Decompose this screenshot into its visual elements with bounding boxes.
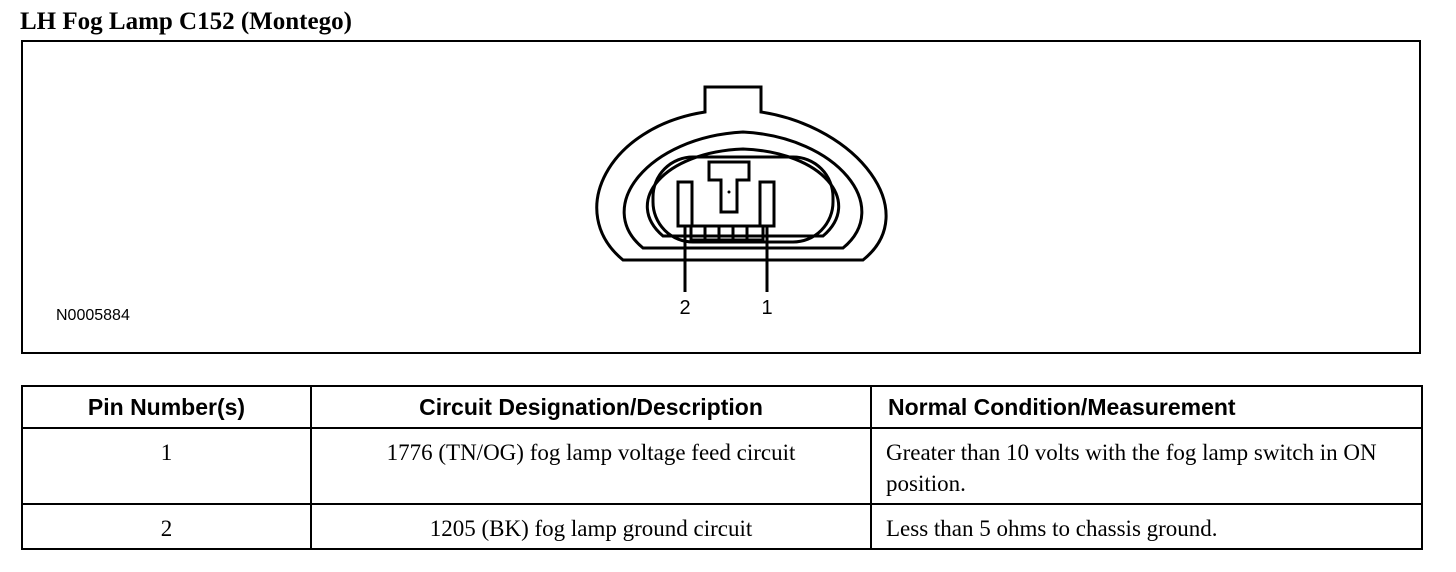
terminal-cavity: [651, 155, 835, 244]
circuit-cell: 1776 (TN/OG) fog lamp voltage feed circu…: [310, 427, 872, 505]
pin-number-cell: 1: [21, 427, 312, 505]
condition-cell: Less than 5 ohms to chassis ground.: [870, 503, 1423, 550]
table-row: 2 1205 (BK) fog lamp ground circuit Less…: [21, 503, 1423, 550]
connector-figure: 2 1 N0005884: [21, 40, 1421, 354]
connector-shroud-ring: [645, 147, 841, 238]
pin-slot-1: [758, 180, 776, 228]
connector-outer-shell: [595, 85, 888, 262]
connector-key: [707, 160, 751, 214]
condition-cell: Greater than 10 volts with the fog lamp …: [870, 427, 1423, 505]
pin-label-2: 2: [679, 297, 690, 319]
table-header-row: Pin Number(s) Circuit Designation/Descri…: [21, 385, 1423, 429]
table-row: 1 1776 (TN/OG) fog lamp voltage feed cir…: [21, 427, 1423, 505]
page-title: LH Fog Lamp C152 (Montego): [20, 8, 352, 35]
connector-face-diagram: 2 1: [595, 85, 888, 319]
figure-id: N0005884: [56, 307, 130, 324]
circuit-cell: 1205 (BK) fog lamp ground circuit: [310, 503, 872, 550]
header-pin-numbers: Pin Number(s): [21, 385, 312, 429]
terminal-lock-bar: [689, 224, 765, 242]
header-circuit: Circuit Designation/Description: [310, 385, 872, 429]
pin-label-1: 1: [761, 297, 772, 319]
header-condition: Normal Condition/Measurement: [870, 385, 1423, 429]
connector-inner-shell: [622, 130, 864, 250]
pin-number-cell: 2: [21, 503, 312, 550]
pin-slot-2: [676, 180, 694, 228]
pin-table: Pin Number(s) Circuit Designation/Descri…: [21, 385, 1423, 550]
